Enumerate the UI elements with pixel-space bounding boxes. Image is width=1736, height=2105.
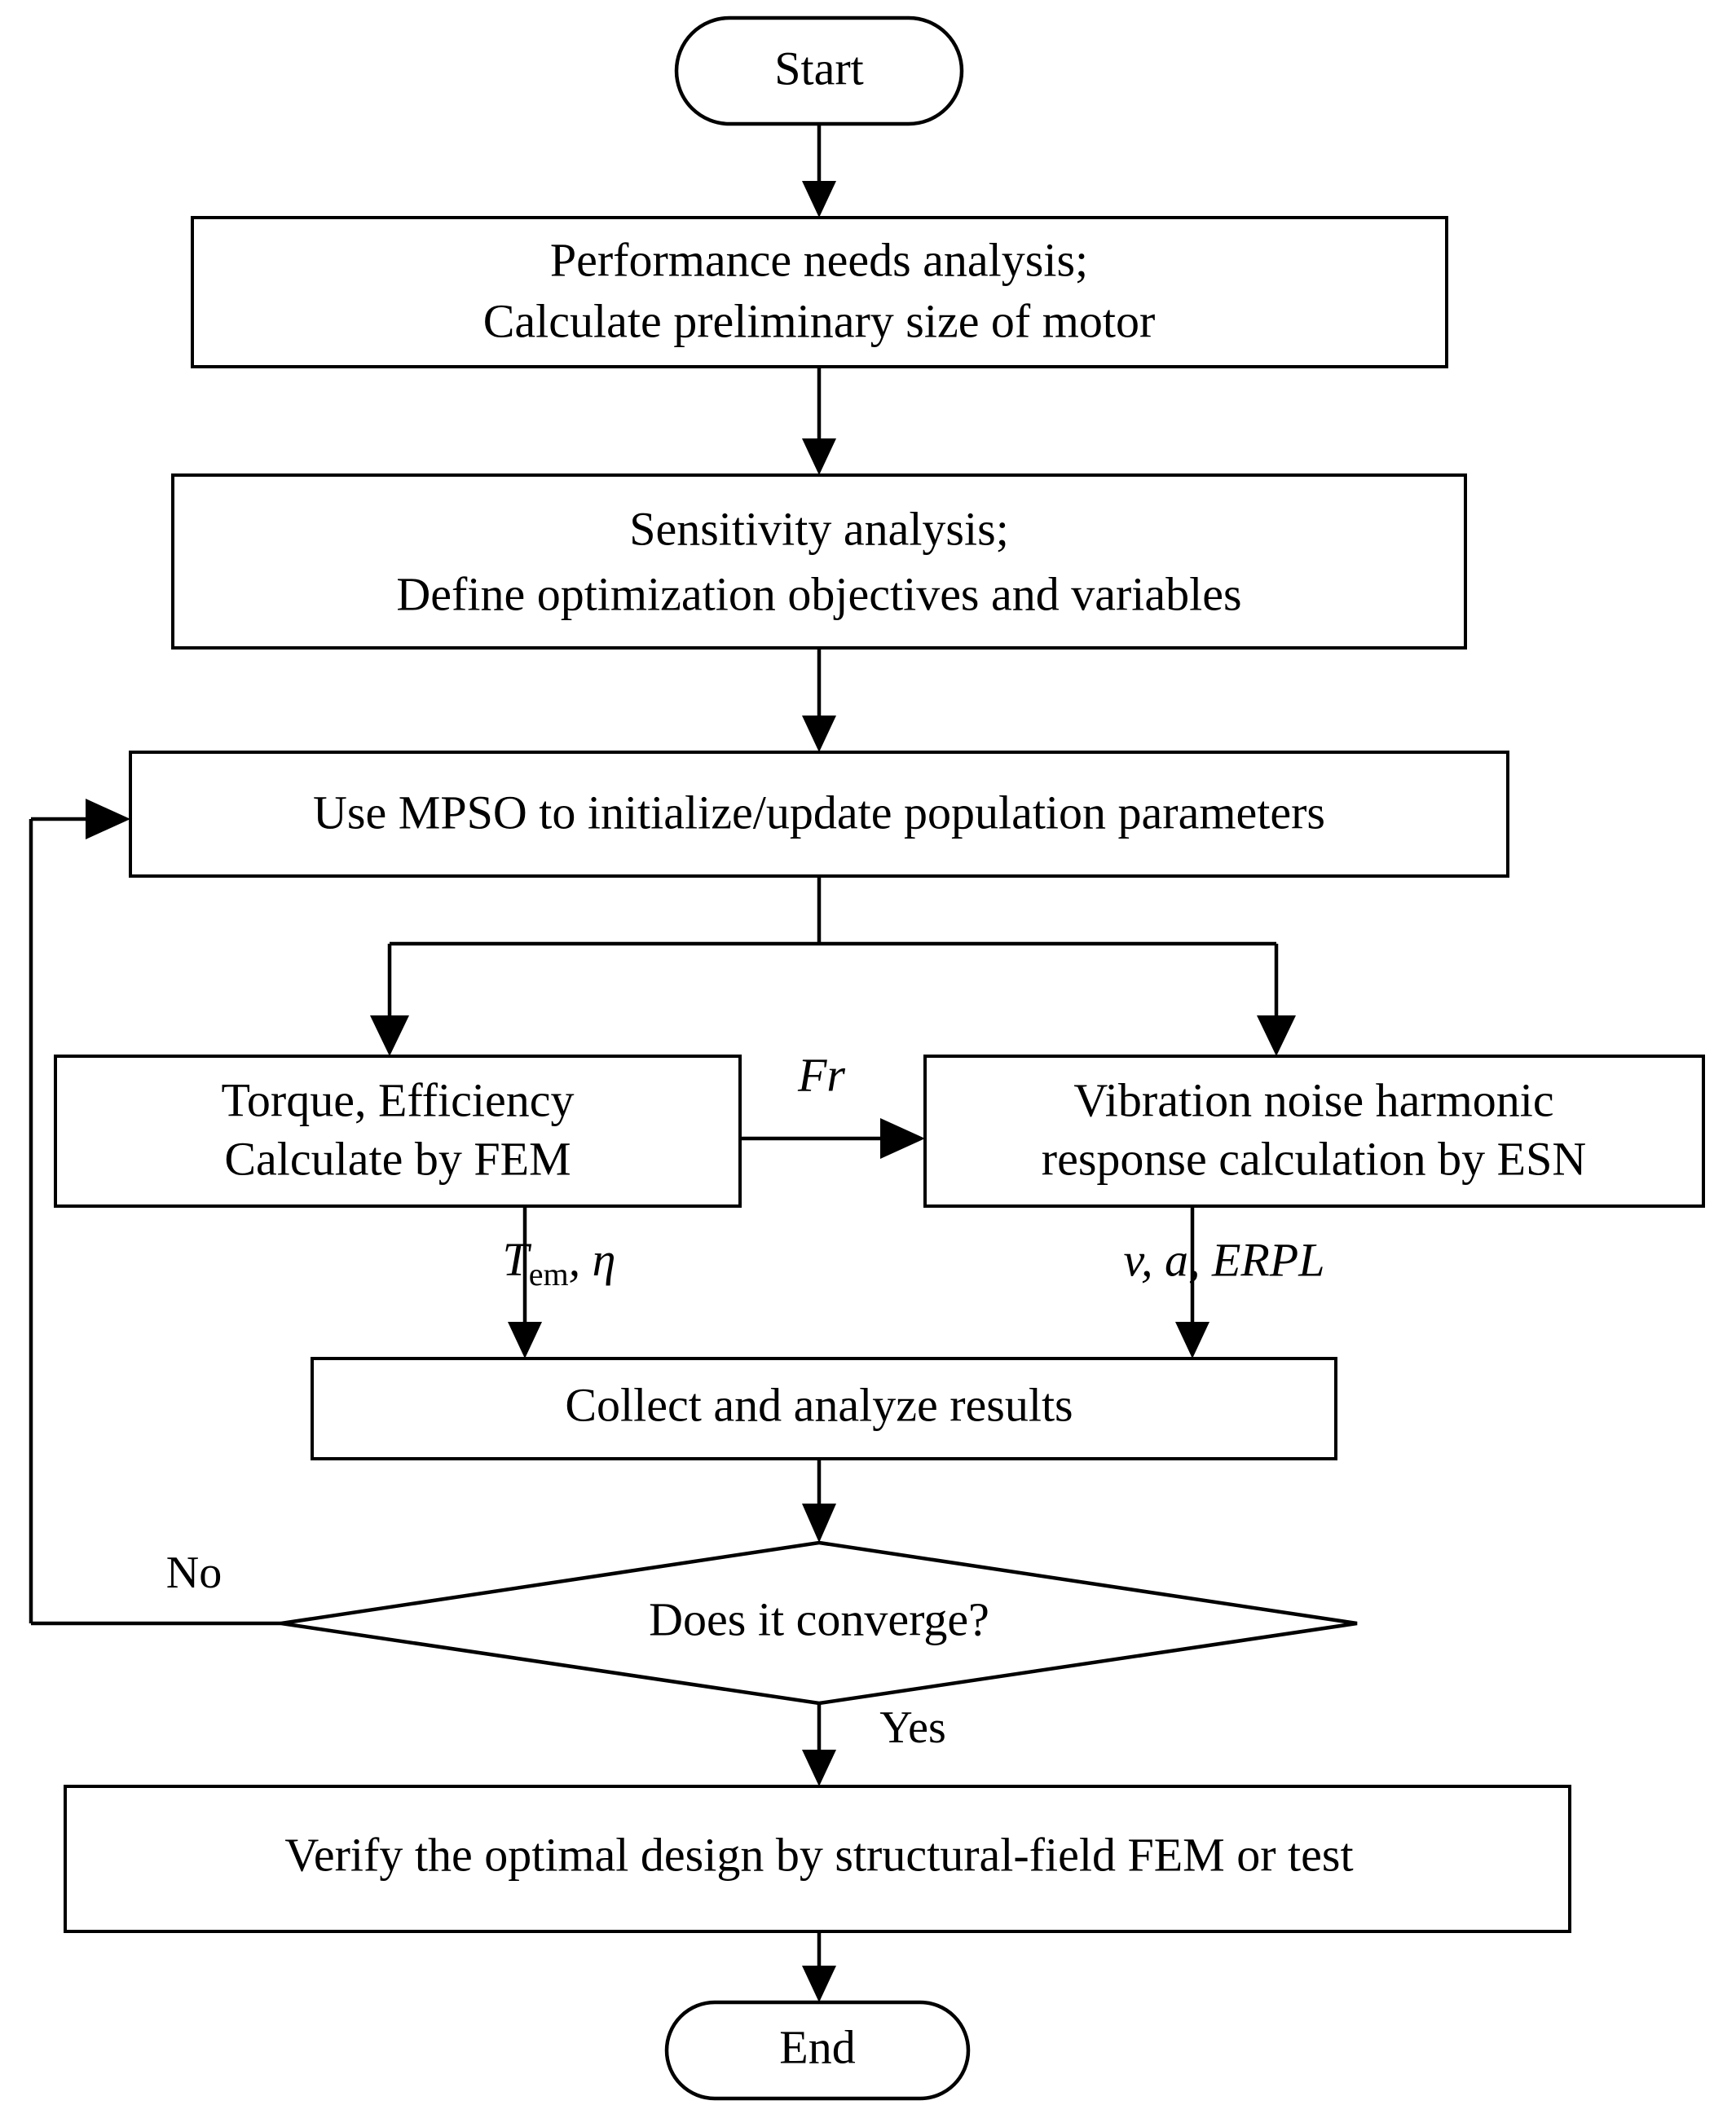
node-performance-line2: Calculate preliminary size of motor (483, 294, 1156, 347)
node-sensitivity-line2: Define optimization objectives and varia… (396, 567, 1241, 620)
edge-esn-to-collect (1175, 1206, 1209, 1359)
node-converge-decision[interactable]: Does it converge? (280, 1540, 1358, 1706)
node-fem-calc[interactable]: Torque, Efficiency Calculate by FEM (54, 1055, 742, 1208)
node-start[interactable]: Start (674, 15, 964, 126)
node-mpso-label: Use MPSO to initialize/update population… (313, 786, 1325, 839)
edge-label-tem-eta: Tem, η (503, 1233, 616, 1293)
node-esn-calc[interactable]: Vibration noise harmonic response calcul… (923, 1055, 1705, 1208)
edge-label-tem-rest: , η (569, 1233, 616, 1286)
node-fem-line1: Torque, Efficiency (222, 1073, 575, 1126)
edge-sensitivity-to-mpso (802, 648, 836, 752)
node-esn-line2: response calculation by ESN (1042, 1132, 1586, 1185)
svg-text:Tem, η: Tem, η (503, 1233, 616, 1293)
node-end[interactable]: End (664, 2000, 971, 2101)
node-end-label: End (779, 2020, 855, 2073)
edge-fem-to-collect (508, 1206, 542, 1359)
node-mpso[interactable]: Use MPSO to initialize/update population… (129, 751, 1509, 878)
node-collect-results[interactable]: Collect and analyze results (311, 1357, 1337, 1460)
edge-collect-to-converge (802, 1459, 836, 1543)
node-esn-line1: Vibration noise harmonic (1073, 1073, 1553, 1126)
edge-performance-to-sensitivity (802, 367, 836, 475)
edge-label-no: No (166, 1548, 222, 1598)
edge-label-v-a-erpl: v, a, ERPL (1124, 1233, 1325, 1286)
node-collect-label: Collect and analyze results (565, 1378, 1073, 1431)
edge-label-fr: Fr (797, 1048, 845, 1101)
node-sensitivity-line1: Sensitivity analysis; (629, 502, 1009, 555)
edge-label-yes: Yes (879, 1702, 945, 1753)
edge-verify-to-end (802, 1931, 836, 2002)
edge-mpso-split (370, 876, 1296, 1056)
edge-start-to-performance (802, 124, 836, 218)
node-performance-needs[interactable]: Performance needs analysis; Calculate pr… (191, 216, 1448, 368)
edge-converge-to-verify-yes (802, 1703, 836, 1786)
edge-fem-to-esn (740, 1118, 925, 1159)
edge-label-tem-sub: em (529, 1256, 569, 1293)
node-fem-line2: Calculate by FEM (224, 1132, 571, 1185)
node-converge-label: Does it converge? (649, 1592, 989, 1645)
edge-converge-to-mpso-no (29, 799, 281, 1626)
node-start-label: Start (774, 42, 864, 95)
node-sensitivity-analysis[interactable]: Sensitivity analysis; Define optimizatio… (171, 473, 1467, 650)
edge-label-tem-main: T (503, 1233, 532, 1286)
node-verify-label: Verify the optimal design by structural-… (284, 1828, 1353, 1881)
node-performance-line1: Performance needs analysis; (550, 233, 1088, 286)
node-verify-design[interactable]: Verify the optimal design by structural-… (64, 1785, 1571, 1933)
